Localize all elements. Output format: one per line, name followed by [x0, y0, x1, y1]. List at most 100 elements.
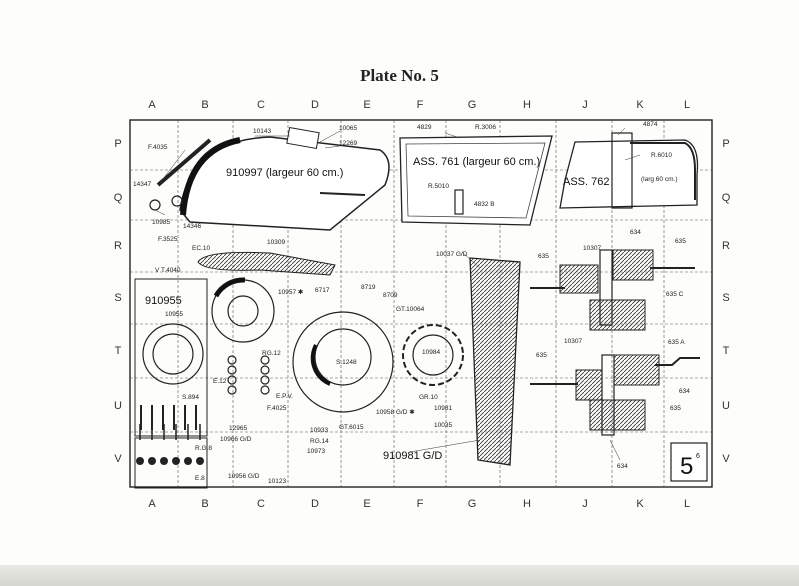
svg-text:10065: 10065: [339, 125, 357, 132]
svg-text:A: A: [148, 498, 156, 510]
svg-text:F.4025: F.4025: [267, 405, 287, 412]
svg-text:P: P: [114, 138, 121, 150]
svg-text:634: 634: [617, 463, 628, 470]
svg-text:K: K: [636, 498, 644, 510]
svg-text:L: L: [684, 99, 690, 111]
svg-text:H: H: [523, 99, 531, 111]
svg-text:10984: 10984: [422, 349, 440, 356]
svg-text:J: J: [582, 498, 588, 510]
svg-text:634: 634: [679, 388, 690, 395]
svg-text:A: A: [148, 99, 156, 111]
svg-text:H: H: [523, 498, 531, 510]
svg-text:Q: Q: [722, 192, 731, 204]
svg-text:634: 634: [630, 229, 641, 236]
svg-text:ASS. 761 (largeur 60 cm.): ASS. 761 (largeur 60 cm.): [413, 156, 540, 168]
svg-text:5: 5: [680, 453, 693, 480]
svg-text:10307: 10307: [564, 338, 582, 345]
row-labels-right: PQ RS TU V: [722, 138, 731, 465]
svg-text:R: R: [722, 240, 730, 252]
svg-text:4832 B: 4832 B: [474, 201, 495, 208]
svg-text:10933: 10933: [310, 427, 328, 434]
svg-text:J: J: [582, 99, 588, 111]
fender-910981: [469, 257, 521, 466]
svg-text:10958 G/D ✱: 10958 G/D ✱: [376, 408, 415, 416]
svg-text:P: P: [722, 138, 729, 150]
plate-number-badge: 5 6: [670, 442, 708, 482]
svg-text:10973: 10973: [307, 448, 325, 455]
svg-text:S: S: [114, 292, 121, 304]
svg-text:E.12: E.12: [213, 378, 227, 385]
svg-text:635 C: 635 C: [666, 291, 684, 298]
svg-text:635: 635: [675, 238, 686, 245]
svg-text:F.4035: F.4035: [148, 144, 168, 151]
svg-text:12965: 12965: [229, 425, 247, 432]
svg-text:10955: 10955: [165, 311, 183, 318]
svg-text:ASS. 762: ASS. 762: [563, 176, 609, 188]
nipples-e12: [227, 355, 270, 395]
svg-text:GT.6015: GT.6015: [339, 424, 364, 431]
svg-text:10966 G/D: 10966 G/D: [220, 436, 252, 443]
svg-text:635 A: 635 A: [668, 339, 685, 346]
svg-text:12269: 12269: [339, 140, 357, 147]
svg-text:E.P.V.: E.P.V.: [276, 393, 293, 400]
svg-text:E: E: [363, 99, 370, 111]
svg-text:10035: 10035: [434, 422, 452, 429]
nuts-e8: [134, 437, 208, 489]
brake-drum-10957: [211, 277, 275, 343]
svg-text:6: 6: [696, 453, 700, 460]
svg-text:D: D: [311, 99, 319, 111]
label-910997: 910997 (largeur 60 cm.): [226, 167, 343, 179]
svg-text:EC.10: EC.10: [192, 245, 210, 252]
svg-text:14346: 14346: [183, 223, 201, 230]
spokes-s894: [140, 405, 197, 430]
svg-text:4874: 4874: [643, 121, 658, 128]
svg-text:D: D: [311, 498, 319, 510]
sprocket-10984: [402, 324, 464, 386]
svg-text:8719: 8719: [361, 284, 376, 291]
mudguard-910997: [149, 126, 390, 231]
svg-text:GR.10: GR.10: [419, 394, 438, 401]
svg-text:10981: 10981: [434, 405, 452, 412]
page-edge: [0, 565, 799, 586]
panel-ass-761: [399, 135, 553, 226]
svg-text:V: V: [722, 453, 730, 465]
svg-text:T: T: [723, 345, 730, 357]
svg-text:U: U: [114, 400, 122, 412]
suspension-springs-upper: [530, 249, 695, 331]
svg-text:910955: 910955: [145, 295, 182, 307]
svg-text:10037 G/D: 10037 G/D: [436, 251, 468, 258]
plate-title: Plate No. 5: [360, 66, 439, 85]
svg-text:R.5010: R.5010: [428, 183, 449, 190]
svg-text:K: K: [636, 99, 644, 111]
svg-text:F.3525: F.3525: [158, 236, 178, 243]
svg-text:RG.12: RG.12: [262, 350, 281, 357]
svg-text:R.G.8: R.G.8: [195, 445, 212, 452]
svg-text:V: V: [114, 453, 122, 465]
svg-text:C: C: [257, 99, 265, 111]
suspension-springs-lower: [530, 354, 700, 436]
svg-text:F: F: [417, 498, 424, 510]
svg-text:S: S: [722, 292, 729, 304]
svg-text:G: G: [468, 498, 477, 510]
svg-text:RG.14: RG.14: [310, 438, 329, 445]
brake-plate-s1248: [292, 311, 394, 413]
svg-text:10985: 10985: [152, 219, 170, 226]
svg-text:R: R: [114, 240, 122, 252]
svg-text:E.8: E.8: [195, 475, 205, 482]
svg-text:GT.10064: GT.10064: [396, 306, 425, 313]
svg-text:910981 G/D: 910981 G/D: [383, 450, 442, 462]
svg-text:C: C: [257, 498, 265, 510]
svg-text:635: 635: [538, 253, 549, 260]
svg-text:Q: Q: [114, 192, 123, 204]
svg-text:10956 G/D: 10956 G/D: [228, 473, 260, 480]
svg-text:8709: 8709: [383, 292, 398, 299]
svg-text:4829: 4829: [417, 124, 432, 131]
svg-text:B: B: [201, 498, 208, 510]
svg-text:S.1248: S.1248: [336, 359, 357, 366]
svg-text:E: E: [363, 498, 370, 510]
chain-guard-10309: [197, 251, 336, 276]
svg-text:10957 ✱: 10957 ✱: [278, 288, 304, 296]
